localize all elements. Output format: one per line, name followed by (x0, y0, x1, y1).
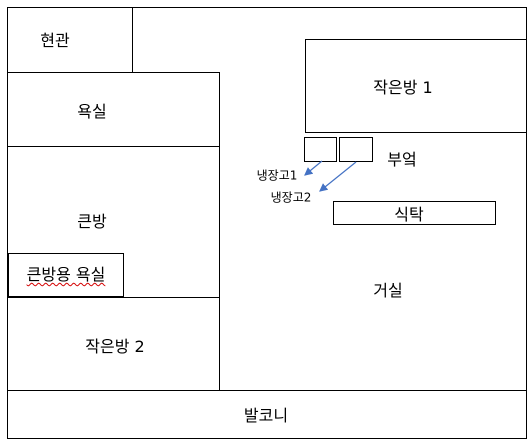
living-room-label: 거실 (373, 281, 403, 300)
fridge-2-label: 냉장고2 (270, 190, 312, 205)
entrance-label: 현관 (40, 31, 70, 50)
master-bathroom-label: 큰방용 욕실 (26, 265, 106, 284)
dining-table-label: 식탁 (394, 205, 424, 224)
small-room-1 (305, 39, 527, 133)
dining-table-box (333, 201, 496, 225)
fridge-2-box (339, 137, 373, 162)
bathroom-label: 욕실 (77, 102, 107, 121)
storage-label: 부엌 (387, 150, 417, 169)
balcony-label: 발코니 (243, 406, 289, 425)
small-room-1-label: 작은방 1 (373, 78, 433, 97)
small-room-2-label: 작은방 2 (85, 337, 145, 356)
master-bedroom-label: 큰방 (77, 212, 107, 231)
fridge-1-label: 냉장고1 (256, 168, 298, 183)
master-bathroom-room (8, 253, 124, 297)
fridge-1-arrow (304, 160, 323, 176)
fridge-2-arrow (319, 161, 357, 192)
balcony-room (7, 390, 527, 439)
